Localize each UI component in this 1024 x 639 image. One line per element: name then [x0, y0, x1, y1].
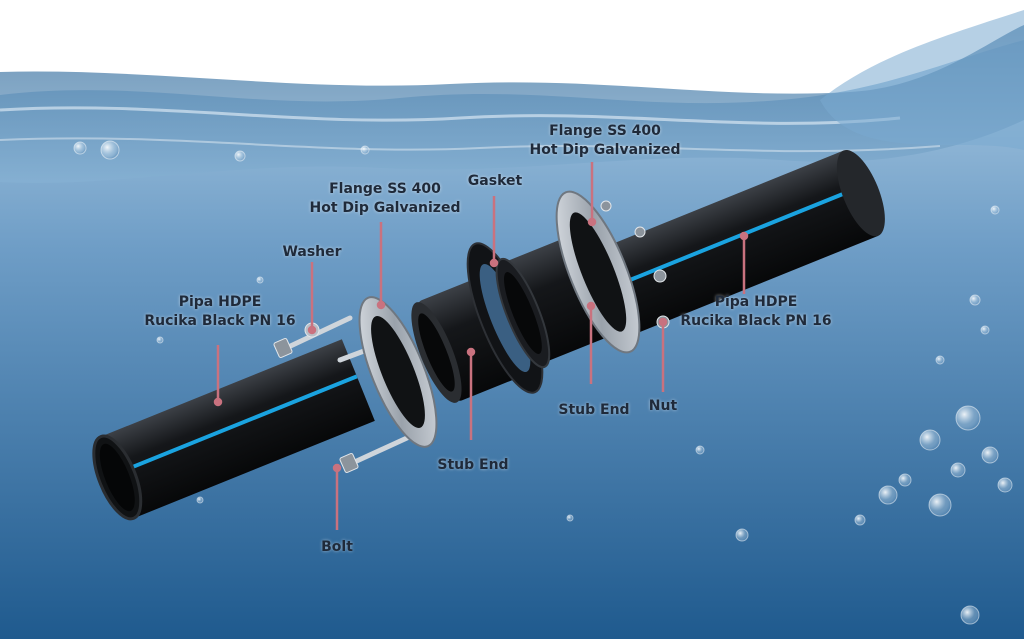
bubble — [950, 462, 966, 478]
label-line: Pipa HDPE — [178, 294, 262, 310]
label-washer: Washer — [272, 243, 352, 262]
label-line: Bolt — [321, 539, 353, 555]
pipe-stripe — [602, 185, 860, 293]
right-hdpe-pipe — [588, 149, 885, 339]
label-line: Flange SS 400 — [329, 181, 441, 197]
bubble — [898, 473, 912, 487]
bubble — [997, 477, 1013, 493]
label-stub-end-right: Stub End — [551, 401, 637, 420]
bubble — [969, 294, 981, 306]
bubble — [935, 355, 945, 365]
bubble — [878, 485, 898, 505]
water-surface-highlight — [0, 137, 941, 153]
label-line: Flange SS 400 — [549, 123, 661, 139]
water-surface-highlight — [0, 106, 901, 125]
bubble — [854, 514, 866, 526]
left-flange — [358, 296, 438, 448]
nut — [600, 200, 612, 212]
bubble — [919, 429, 941, 451]
label-line: Hot Dip Galvanized — [529, 142, 681, 158]
bubble — [256, 276, 264, 284]
bubble — [566, 514, 574, 522]
label-line: Washer — [282, 244, 342, 260]
label-pipe-left: Pipa HDPE Rucika Black PN 16 — [140, 293, 300, 331]
label-line: Nut — [648, 398, 678, 414]
bolt-head — [339, 452, 359, 474]
bubble — [980, 325, 990, 335]
label-line: Stub End — [558, 402, 630, 418]
label-flange-left: Flange SS 400 Hot Dip Galvanized — [300, 180, 470, 218]
label-line: Pipa HDPE — [714, 294, 798, 310]
label-line: Gasket — [467, 173, 523, 189]
label-line: Rucika Black PN 16 — [144, 313, 296, 329]
gasket — [466, 242, 544, 394]
bubble — [981, 446, 999, 464]
nut — [634, 226, 646, 238]
label-flange-right: Flange SS 400 Hot Dip Galvanized — [520, 122, 690, 160]
bubbles — [73, 140, 1013, 625]
nut — [653, 269, 667, 283]
bolt-head — [273, 337, 293, 359]
bubble — [695, 445, 705, 455]
label-line: Rucika Black PN 16 — [680, 313, 832, 329]
label-bolt: Bolt — [306, 538, 368, 557]
bubble — [100, 140, 120, 160]
bubble — [928, 493, 952, 517]
bubble — [360, 145, 370, 155]
pipe-stripe — [115, 374, 358, 476]
bubble — [990, 205, 1000, 215]
left-hdpe-pipe — [92, 339, 375, 521]
bubble — [196, 496, 204, 504]
water-splash — [820, 10, 1024, 150]
bubble — [156, 336, 164, 344]
label-line: Hot Dip Galvanized — [309, 200, 461, 216]
right-flange — [555, 190, 641, 354]
bubble — [73, 141, 87, 155]
label-nut: Nut — [640, 397, 686, 416]
bubble — [735, 528, 749, 542]
bubble — [960, 605, 980, 625]
leader-lines — [213, 162, 749, 530]
water-surface-band — [0, 25, 1024, 183]
label-stub-end-left: Stub End — [430, 456, 516, 475]
bubble — [955, 405, 981, 431]
label-gasket: Gasket — [458, 172, 532, 191]
label-pipe-right: Pipa HDPE Rucika Black PN 16 — [676, 293, 836, 331]
bubble — [234, 150, 246, 162]
label-line: Stub End — [437, 457, 509, 473]
